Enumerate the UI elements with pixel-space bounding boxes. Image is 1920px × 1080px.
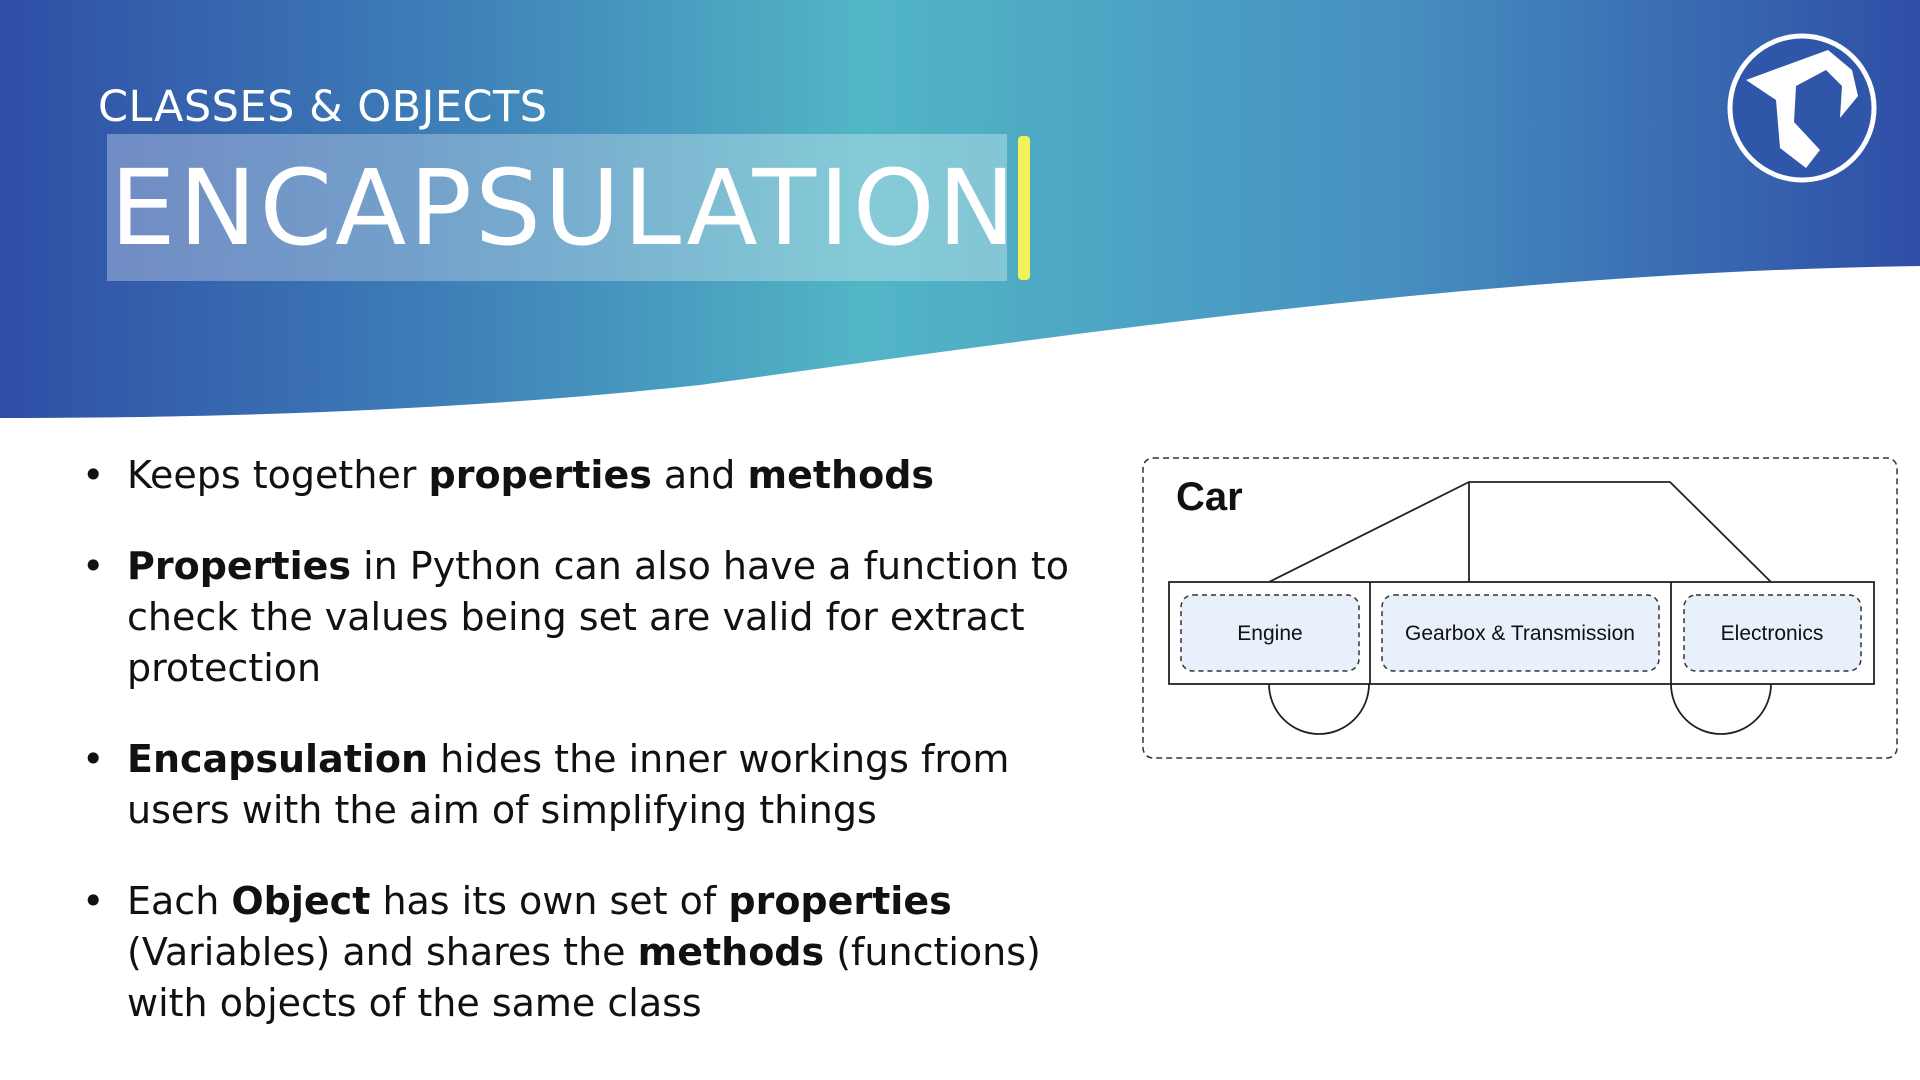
- gearbox-label: Gearbox & Transmission: [1405, 622, 1635, 645]
- bullet-dot: •: [82, 737, 105, 781]
- page-title: ENCAPSULATION: [110, 147, 1019, 269]
- header-banner: [0, 0, 1920, 418]
- text-cursor: [1018, 136, 1030, 280]
- gearbox-component: Gearbox & Transmission: [1381, 594, 1660, 672]
- bullet-item: • Properties in Python can also have a fu…: [80, 541, 1120, 694]
- bullet-text: Keeps together properties and methods: [127, 453, 935, 497]
- car-title: Car: [1176, 475, 1243, 519]
- bullet-text: Encapsulation hides the inner workings f…: [127, 737, 1010, 832]
- bullet-list: • Keeps together properties and methods •…: [80, 450, 1120, 1069]
- engine-component: Engine: [1180, 594, 1360, 672]
- bullet-dot: •: [82, 453, 105, 497]
- bullet-text: Properties in Python can also have a fun…: [127, 544, 1070, 690]
- section-subtitle: CLASSES & OBJECTS: [98, 82, 548, 132]
- car-class-boundary: [1142, 457, 1898, 759]
- bullet-dot: •: [82, 879, 105, 923]
- bullet-item: • Each Object has its own set of properti…: [80, 876, 1120, 1029]
- electronics-component: Electronics: [1683, 594, 1862, 672]
- bullet-text: Each Object has its own set of propertie…: [127, 879, 1041, 1025]
- car-roof-outline: [1268, 481, 1772, 583]
- title-highlight-box: [107, 134, 1007, 281]
- electronics-label: Electronics: [1721, 622, 1824, 645]
- bullet-item: • Encapsulation hides the inner workings …: [80, 734, 1120, 836]
- front-wheel: [1268, 683, 1370, 735]
- bullet-item: • Keeps together properties and methods: [80, 450, 1120, 501]
- school-crest-icon: [1727, 33, 1877, 183]
- engine-label: Engine: [1237, 622, 1302, 645]
- car-diagram: Car Engine Gearbox & Transmission Electr…: [1142, 457, 1898, 759]
- bullet-dot: •: [82, 544, 105, 588]
- rear-wheel: [1670, 683, 1772, 735]
